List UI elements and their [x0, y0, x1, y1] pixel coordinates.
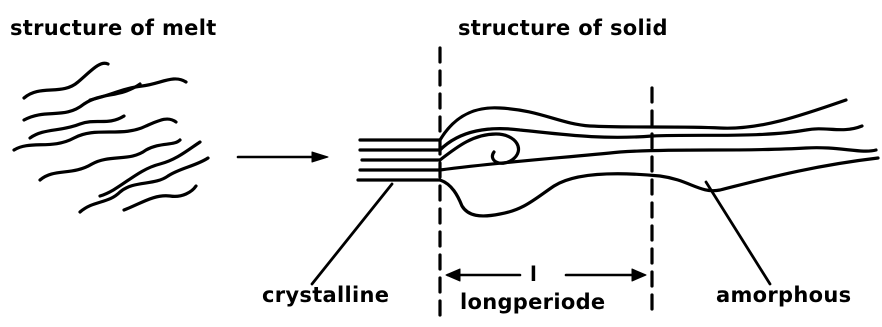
solid-structure-title: structure of solid	[458, 18, 668, 39]
melt-structure-title: structure of melt	[10, 18, 217, 39]
long-period-arrow	[446, 269, 646, 281]
long-period-symbol: l	[530, 264, 537, 284]
leader-lines	[312, 182, 770, 284]
melt-chain	[80, 158, 208, 212]
crystalline-label: crystalline	[262, 285, 389, 306]
solid-chains	[440, 100, 878, 216]
long-period-label: longperiode	[460, 292, 605, 313]
melt-chain	[24, 63, 108, 98]
crystalline-lamella	[358, 140, 440, 180]
crystalline-leader	[312, 184, 392, 284]
melt-chain	[30, 116, 124, 138]
tie-chain	[440, 148, 876, 170]
tie-chain	[440, 158, 878, 216]
melt-chain	[90, 79, 186, 100]
chain-fold	[440, 134, 519, 163]
melt-chain	[40, 140, 180, 180]
amorphous-label: amorphous	[716, 285, 851, 306]
long-period-boundaries	[440, 48, 652, 318]
amorphous-leader	[706, 182, 770, 284]
melt-chain	[124, 186, 196, 210]
transition-arrow	[238, 152, 328, 162]
melt-chains	[14, 63, 208, 212]
